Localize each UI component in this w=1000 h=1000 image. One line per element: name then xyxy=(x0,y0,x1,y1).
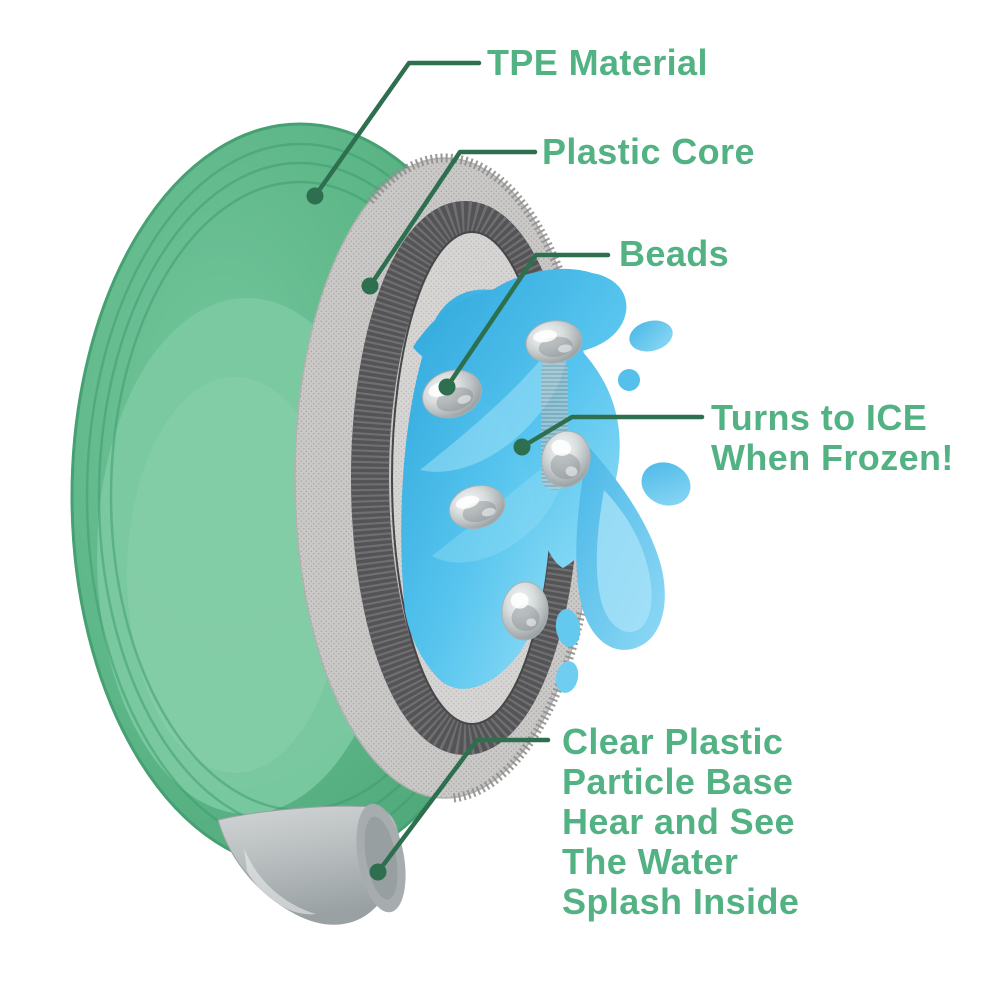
core-outer-ribs-bottom xyxy=(452,612,586,803)
bead xyxy=(525,320,583,364)
leader-line-clear-plastic xyxy=(375,737,551,875)
bead xyxy=(422,369,482,419)
water-droplet xyxy=(629,320,673,352)
label-tpe-material: TPE Material xyxy=(487,42,708,83)
core-outer-ribs-top xyxy=(366,153,580,320)
leader-dots xyxy=(306,187,531,881)
leader-dot-turns-to-ice xyxy=(513,438,531,456)
label-clear-plastic: Clear Plastic Particle Base Hear and See… xyxy=(562,721,800,922)
beads-group xyxy=(422,320,591,641)
leader-line-turns-to-ice xyxy=(519,414,705,450)
leader-line-plastic-core xyxy=(367,149,538,289)
base-tube-sheen xyxy=(244,848,316,915)
base-tube xyxy=(217,803,406,925)
water-teardrop-highlight xyxy=(596,490,652,633)
leader-dot-beads xyxy=(438,378,456,396)
water-teardrop xyxy=(576,446,665,650)
tpe-shell-highlight-inner xyxy=(127,377,343,773)
water-droplet xyxy=(555,661,579,693)
leader-line-tpe-material xyxy=(312,60,482,199)
bead xyxy=(448,484,506,530)
leader-dot-clear-plastic xyxy=(369,863,387,881)
bead xyxy=(501,581,549,641)
leader-dot-tpe-material xyxy=(306,187,324,205)
water-droplet xyxy=(555,609,581,647)
leader-dot-plastic-core xyxy=(361,277,379,295)
water-droplets xyxy=(555,320,691,693)
base-tube-opening xyxy=(356,803,406,913)
label-beads: Beads xyxy=(619,233,730,274)
water-droplet xyxy=(618,369,640,391)
bead xyxy=(541,430,591,488)
label-plastic-core: Plastic Core xyxy=(542,131,755,172)
leader-line-beads xyxy=(444,252,611,390)
water-droplet xyxy=(641,462,691,506)
leader-lines xyxy=(312,60,705,875)
label-turns-to-ice: Turns to ICE When Frozen! xyxy=(711,397,954,478)
